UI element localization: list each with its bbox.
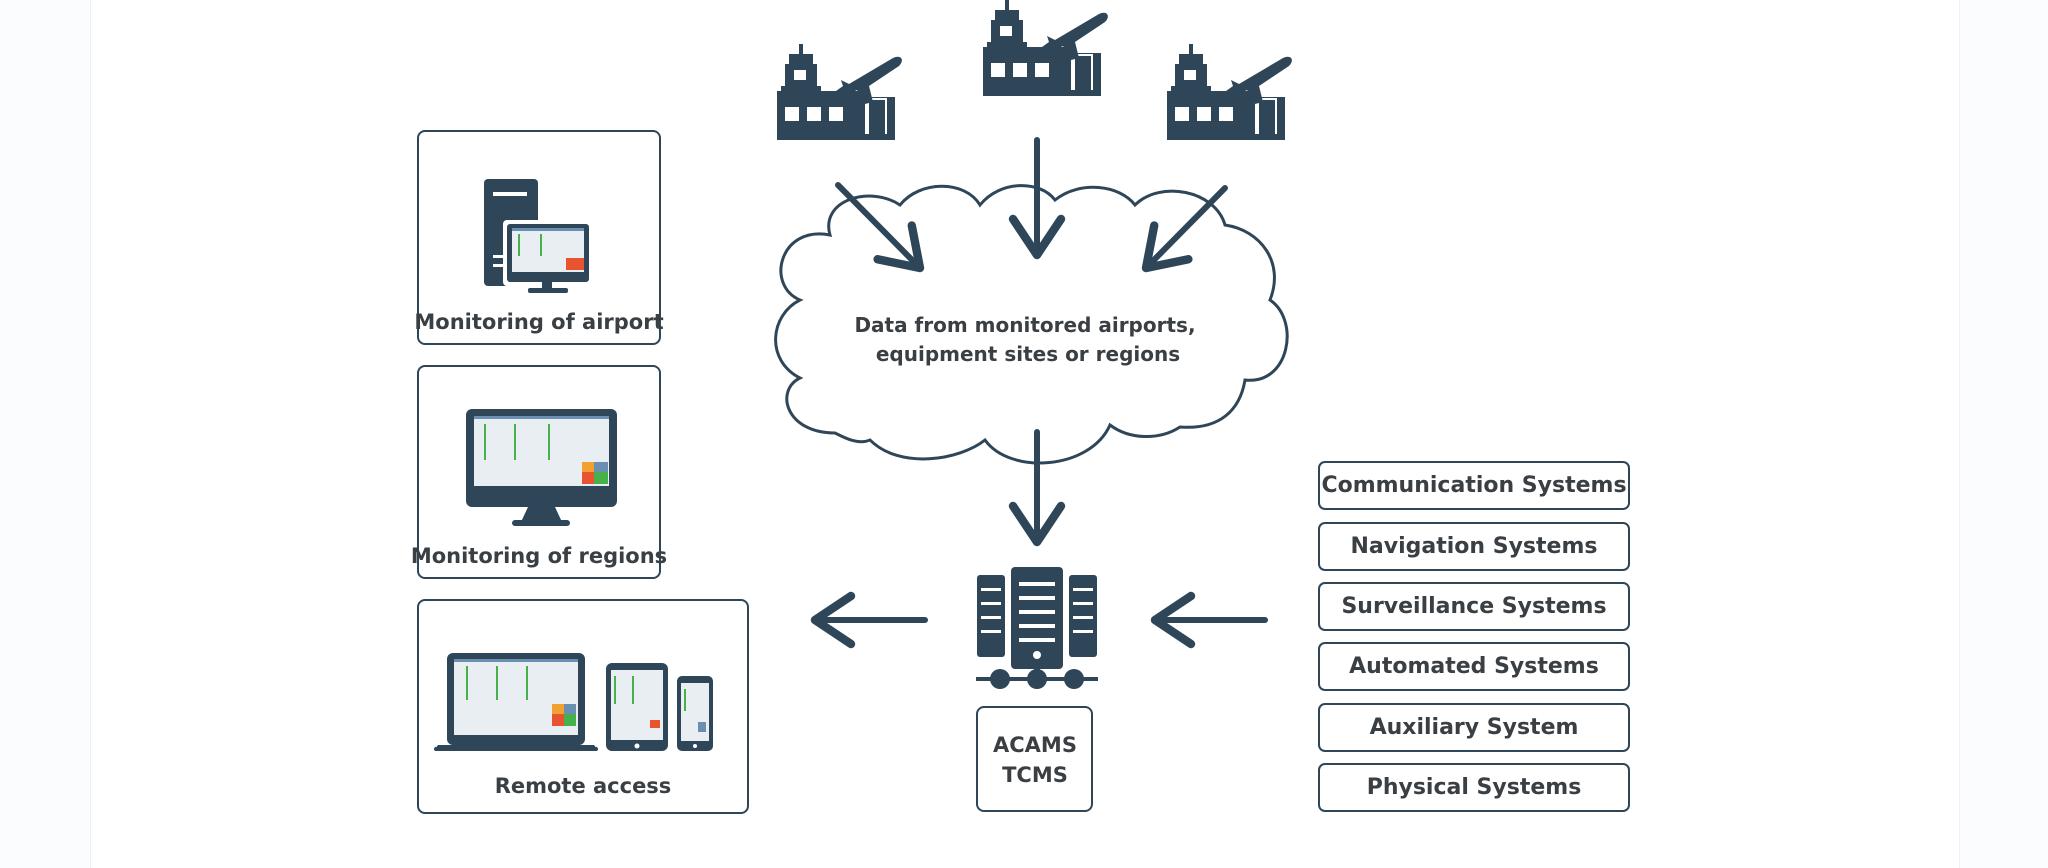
server-desktop-icon xyxy=(484,179,592,293)
arrow-airport-right-to-cloud xyxy=(1141,185,1228,273)
laptop-tablet-phone-icon xyxy=(434,653,713,751)
cloud-text-line2: equipment sites or regions xyxy=(876,342,1180,366)
server-network-icon xyxy=(976,567,1098,689)
server-label-line1: ACAMS xyxy=(993,733,1077,757)
system-label-communication: Communication Systems xyxy=(1321,473,1626,498)
system-box-auxiliary xyxy=(1318,703,1630,752)
airport-icon-right xyxy=(1167,44,1292,140)
cloud-text-line1: Data from monitored airports, xyxy=(854,313,1195,337)
system-box-physical xyxy=(1318,763,1630,812)
airport-icon-left xyxy=(777,44,902,140)
system-label-physical: Physical Systems xyxy=(1367,775,1582,800)
acams-tcms-box xyxy=(976,706,1093,812)
server-label-line2: TCMS xyxy=(1002,763,1068,787)
system-box-surveillance xyxy=(1318,582,1630,631)
monitor-icon xyxy=(466,409,617,526)
system-box-navigation xyxy=(1318,522,1630,571)
system-label-automated: Automated Systems xyxy=(1349,654,1599,679)
system-label-surveillance: Surveillance Systems xyxy=(1341,594,1606,619)
system-label-navigation: Navigation Systems xyxy=(1351,534,1598,559)
system-label-auxiliary: Auxiliary System xyxy=(1370,715,1579,740)
monitoring-regions-label: Monitoring of regions xyxy=(411,544,667,568)
monitoring-airport-label: Monitoring of airport xyxy=(414,310,663,334)
system-box-automated xyxy=(1318,642,1630,691)
airport-icon-center xyxy=(983,0,1108,96)
system-box-communication xyxy=(1318,461,1630,510)
remote-access-label: Remote access xyxy=(495,774,672,798)
arrow-airport-left-to-cloud xyxy=(835,182,925,273)
systems-list: Communication Systems Navigation Systems… xyxy=(1318,461,1630,812)
